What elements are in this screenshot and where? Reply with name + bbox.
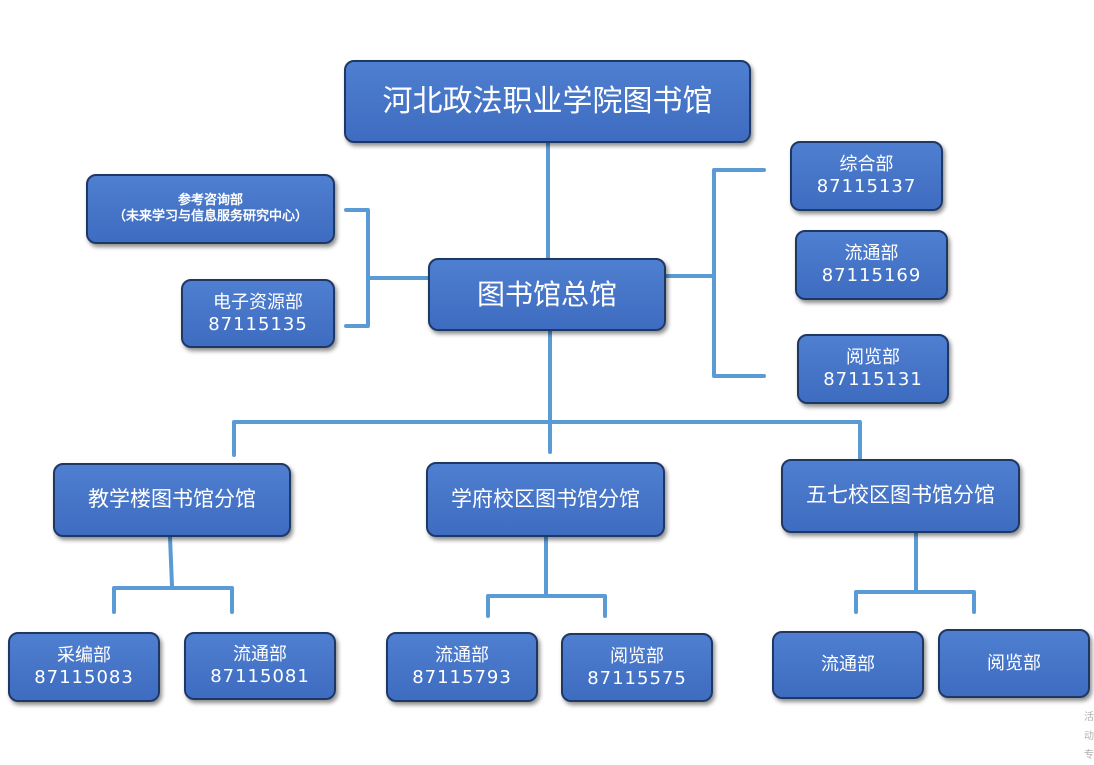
- connector-branch1-bracket: [112, 586, 234, 614]
- connector-branch2-bracket: [486, 594, 607, 618]
- branch3-circulation-dept-box: 流通部: [772, 631, 924, 699]
- reading-dept-box: 阅览部 87115131: [797, 334, 949, 404]
- branch-teaching-building-name: 教学楼图书馆分馆: [88, 487, 256, 512]
- branch2-circulation-dept-box: 流通部 87115793: [386, 632, 538, 702]
- branch2-circulation-dept-name: 流通部: [435, 645, 489, 667]
- circulation-dept-phone: 87115169: [821, 265, 922, 286]
- branch2-reading-dept-box: 阅览部 87115575: [561, 633, 713, 702]
- reference-consulting-dept-sub: （未来学习与信息服务研究中心）: [112, 209, 308, 224]
- connector-branch1-down: [168, 535, 174, 588]
- circulation-dept-name: 流通部: [844, 243, 899, 265]
- e-resources-dept-name: 电子资源部: [213, 291, 303, 313]
- connector-branch3-bracket: [854, 590, 976, 614]
- root-library-title: 河北政法职业学院图书馆: [382, 83, 713, 119]
- circulation-dept-box: 流通部 87115169: [795, 230, 948, 300]
- branch1-circulation-dept-phone: 87115081: [210, 666, 310, 687]
- branch1-circulation-dept-name: 流通部: [233, 644, 287, 666]
- connector-branch-bar: [232, 420, 862, 460]
- branch3-reading-dept-box: 阅览部: [938, 629, 1090, 698]
- branch1-circulation-dept-box: 流通部 87115081: [184, 632, 336, 700]
- e-resources-dept-phone: 87115135: [208, 313, 308, 335]
- branch-teaching-building-box: 教学楼图书馆分馆: [53, 463, 291, 537]
- branch1-acquisition-dept-box: 采编部 87115083: [8, 632, 160, 702]
- main-library-title: 图书馆总馆: [476, 277, 617, 311]
- branch-xuefu-campus-box: 学府校区图书馆分馆: [426, 462, 665, 537]
- branch2-reading-dept-phone: 87115575: [587, 667, 687, 689]
- e-resources-dept-box: 电子资源部 87115135: [181, 279, 335, 348]
- branch2-reading-dept-name: 阅览部: [610, 645, 664, 667]
- branch-wuqi-campus-box: 五七校区图书馆分馆: [781, 459, 1020, 533]
- branch-xuefu-campus-name: 学府校区图书馆分馆: [451, 486, 640, 511]
- general-affairs-dept-name: 综合部: [839, 154, 894, 176]
- reference-consulting-dept-box: 参考咨询部 （未来学习与信息服务研究中心）: [86, 174, 335, 244]
- general-affairs-dept-box: 综合部 87115137: [790, 141, 943, 211]
- branch1-acquisition-dept-name: 采编部: [57, 645, 111, 667]
- connector-right-bracket: [712, 168, 766, 378]
- general-affairs-dept-phone: 87115137: [816, 176, 917, 197]
- branch3-circulation-dept-name: 流通部: [821, 654, 875, 676]
- reference-consulting-dept-name: 参考咨询部: [177, 193, 243, 209]
- connector-left-bracket: [344, 208, 370, 328]
- connector-lines: [112, 140, 976, 618]
- main-library-box: 图书馆总馆: [428, 258, 666, 331]
- edge-watermark-text: 活动专: [1084, 712, 1094, 761]
- branch1-acquisition-dept-phone: 87115083: [34, 667, 134, 688]
- branch-wuqi-campus-name: 五七校区图书馆分馆: [806, 483, 995, 508]
- branch2-circulation-dept-phone: 87115793: [412, 667, 512, 688]
- reading-dept-phone: 87115131: [823, 369, 923, 390]
- branch3-reading-dept-name: 阅览部: [987, 652, 1041, 674]
- reading-dept-name: 阅览部: [846, 347, 900, 369]
- root-library-box: 河北政法职业学院图书馆: [344, 60, 751, 143]
